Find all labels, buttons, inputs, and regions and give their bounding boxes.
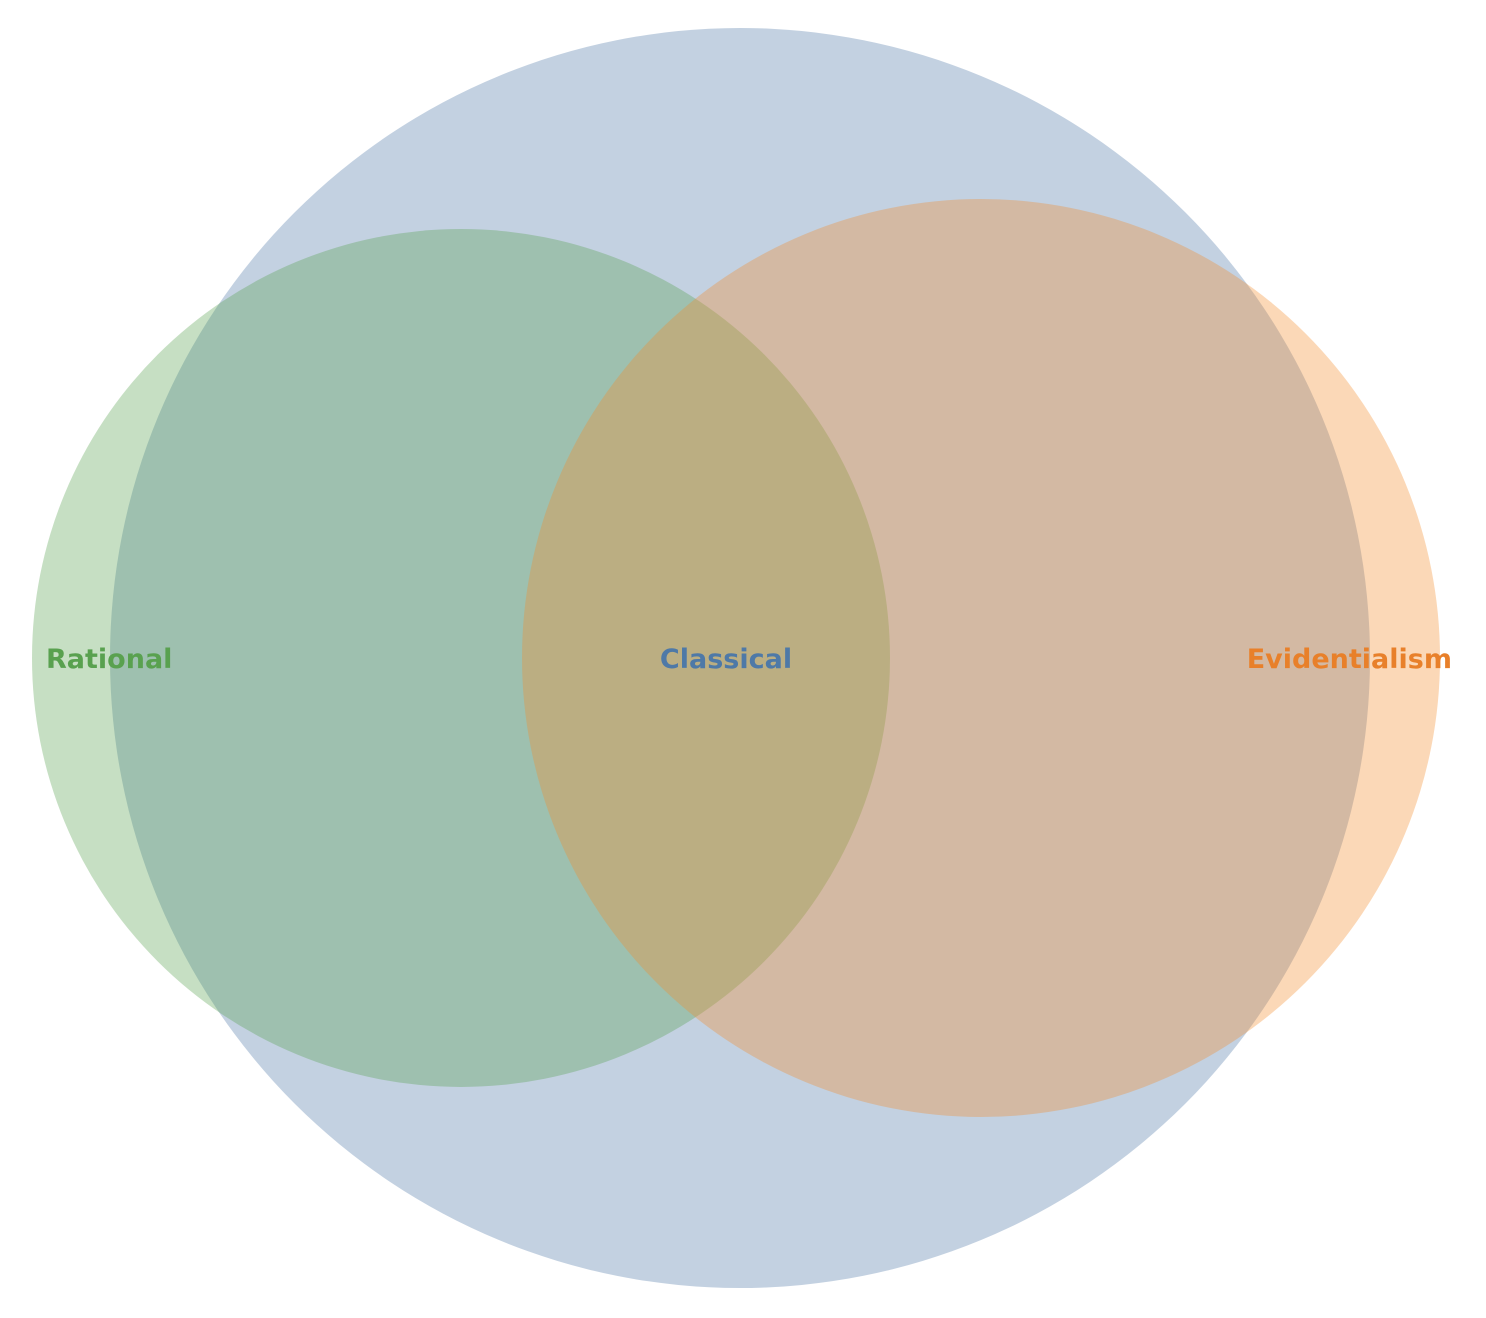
label-classical: Classical bbox=[660, 644, 792, 675]
circle-evidentialism bbox=[522, 199, 1440, 1117]
circle-classical bbox=[110, 28, 1370, 1288]
label-evidentialism: Evidentialism bbox=[1247, 644, 1452, 675]
circle-rational bbox=[32, 229, 890, 1087]
label-rational: Rational bbox=[46, 644, 172, 675]
